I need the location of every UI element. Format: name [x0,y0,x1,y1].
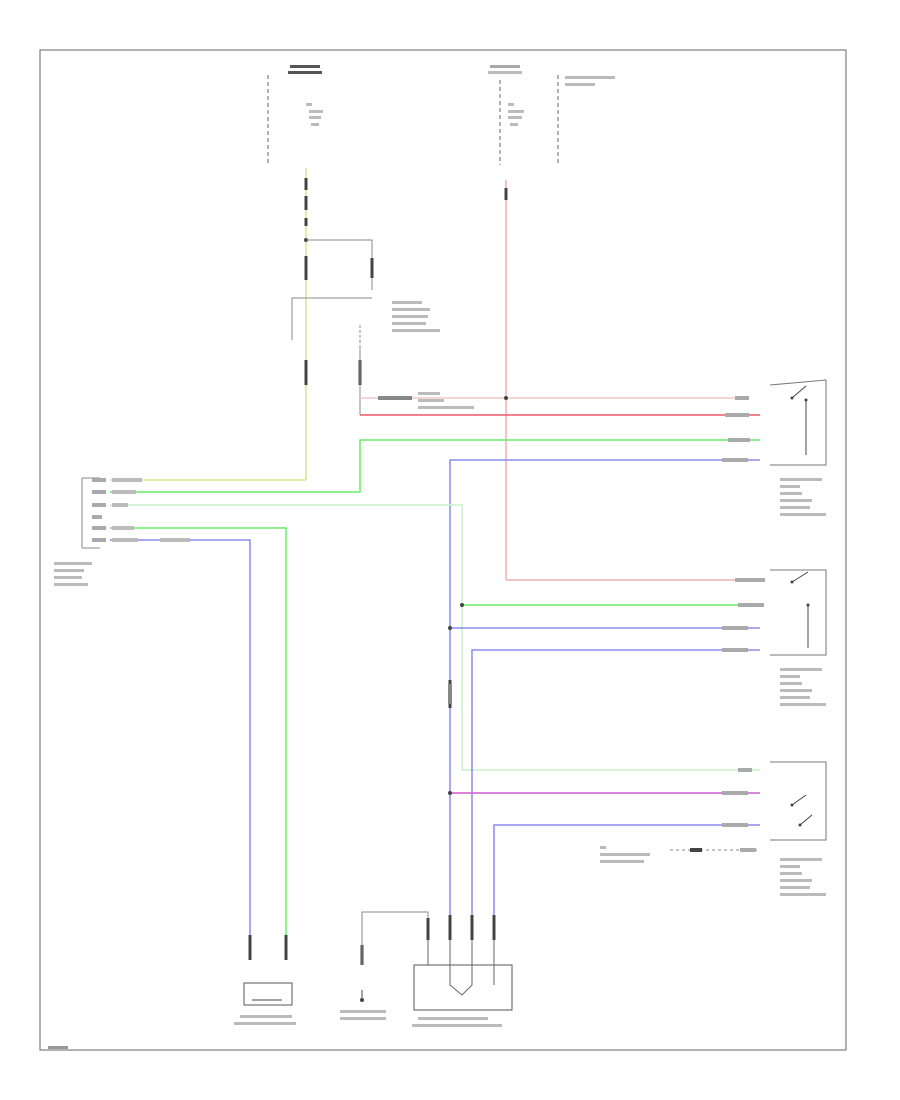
blue-wire-switch2b [471,649,760,915]
figure-tag [48,1046,68,1049]
sensor-module [234,982,296,1025]
blue-wire-switch1 [449,459,760,915]
yellow-trunk-wire [110,168,308,481]
switch-contact-icon [790,385,808,455]
switch-assembly-2 [722,569,827,706]
switch-assembly-3 [600,761,827,896]
pink-feed-wire [360,180,740,581]
fuse-box-left [267,65,323,165]
control-module [412,940,513,1027]
relay-branch [291,238,440,415]
blue-wire-sensor [110,539,251,945]
ground-icon [360,990,364,1002]
ecu-connector [54,477,190,586]
wire-tags [448,684,452,704]
switch-assembly-1 [722,379,827,516]
fuse-box-right [488,65,615,165]
switch-contact-icon [790,794,813,827]
blue-wire-switch3 [493,824,760,915]
switch-contact-icon [790,571,810,648]
ground-branch [340,911,429,1020]
gray-wire-ecu [110,504,760,771]
green-wire-switch1 [110,439,760,493]
green-wire-sensor [110,527,287,945]
diagram-frame [39,49,847,1051]
